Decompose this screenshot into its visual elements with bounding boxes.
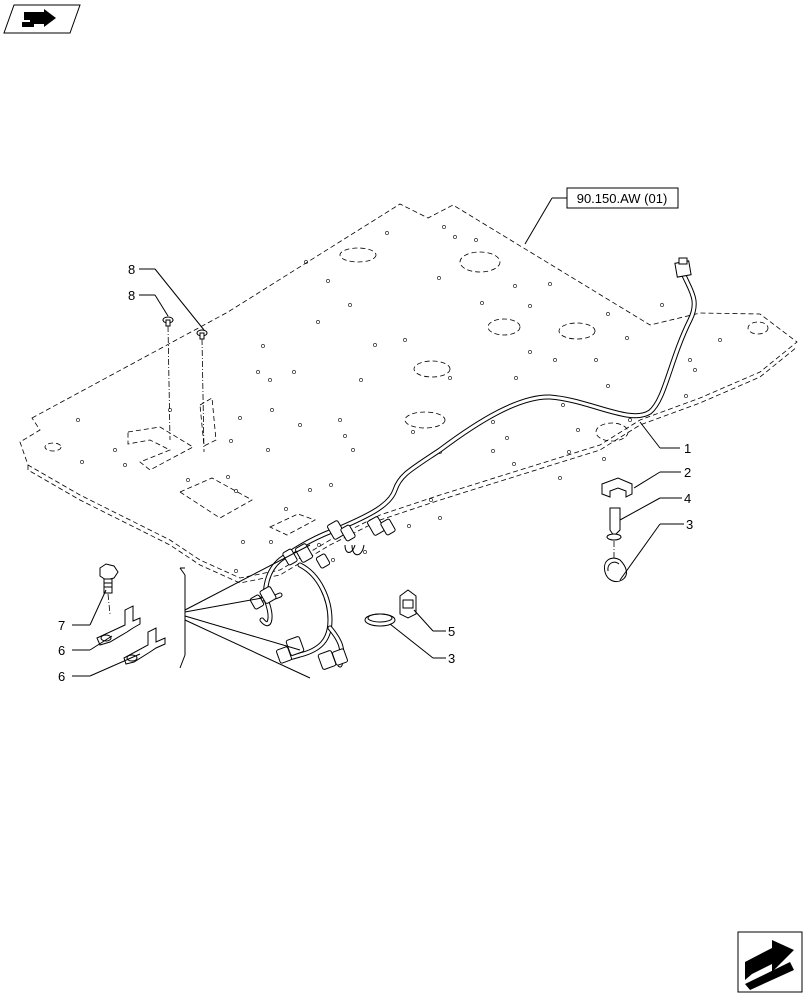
floor-plate bbox=[19, 203, 798, 584]
detail-leaders bbox=[179, 544, 311, 679]
callout-labels: 1 2 3 3 4 5 6 6 7 8 8 bbox=[58, 262, 693, 684]
callout-2: 2 bbox=[684, 465, 691, 480]
callout-1: 1 bbox=[684, 441, 691, 456]
callout-8-upper: 8 bbox=[128, 262, 135, 277]
callout-6-upper: 6 bbox=[58, 643, 65, 658]
callout-5: 5 bbox=[448, 624, 455, 639]
bolt-part bbox=[99, 563, 119, 615]
bracket-parts bbox=[96, 605, 166, 665]
strap-part-2 bbox=[364, 613, 396, 627]
push-pin-part bbox=[606, 507, 622, 558]
strap-part bbox=[603, 557, 627, 583]
callout-3-ring: 3 bbox=[448, 651, 455, 666]
callout-6-lower: 6 bbox=[58, 669, 65, 684]
callout-4: 4 bbox=[684, 491, 691, 506]
reference-label[interactable]: 90.150.AW (01) bbox=[577, 191, 668, 206]
clip-part bbox=[601, 477, 633, 498]
wiring-harness bbox=[249, 257, 697, 670]
book-arrow-icon[interactable] bbox=[3, 4, 81, 34]
callout-8-lower: 8 bbox=[128, 288, 135, 303]
clamp-part bbox=[399, 589, 417, 619]
callout-7: 7 bbox=[58, 618, 65, 633]
screw-parts bbox=[162, 316, 208, 453]
next-page-arrow-icon[interactable] bbox=[737, 931, 803, 993]
reference-box[interactable]: 90.150.AW (01) bbox=[524, 187, 679, 245]
callout-leaders bbox=[72, 268, 684, 677]
callout-3-strap: 3 bbox=[686, 517, 693, 532]
